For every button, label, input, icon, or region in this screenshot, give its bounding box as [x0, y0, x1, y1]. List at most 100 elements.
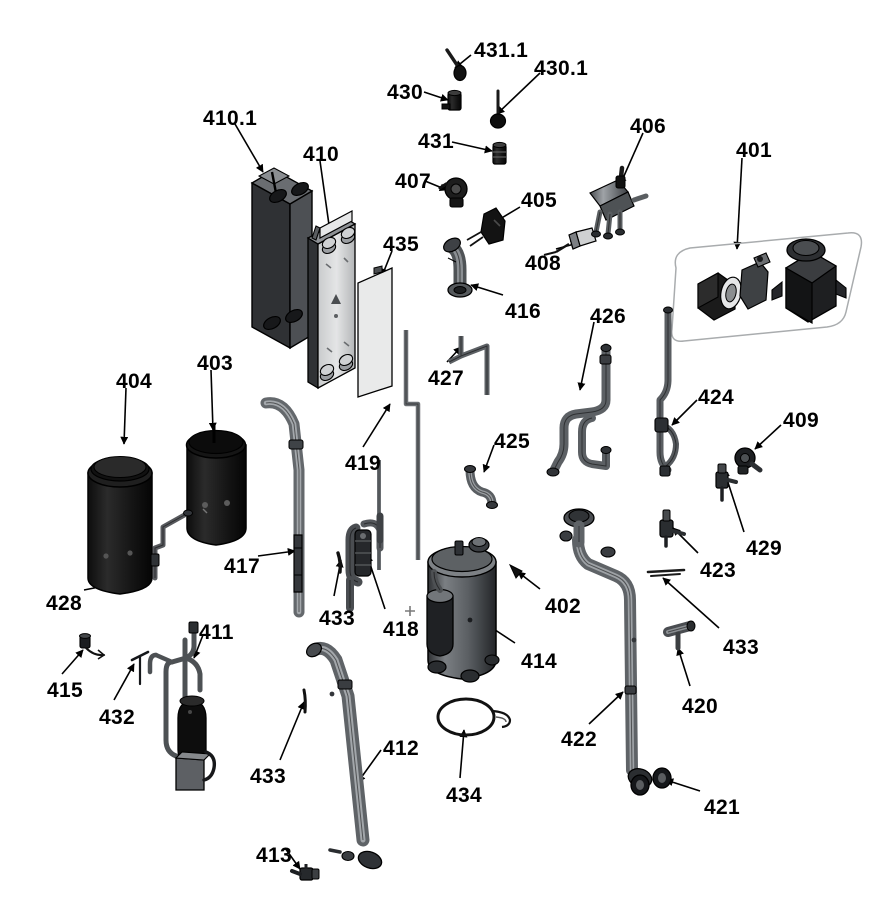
part-433-clamp-clip-a — [336, 551, 342, 574]
callout-heat-exchanger-insulation: 410.1 — [203, 107, 258, 130]
callout-circulation-pump-kit: 401 — [736, 139, 772, 162]
part-426-pipe-assembly-upper — [546, 343, 612, 477]
part-433-clamp-clip-c — [302, 688, 307, 714]
part-417-suction-line-bracket — [260, 397, 305, 618]
leader-line-421 — [665, 778, 701, 792]
leader-line-434 — [459, 729, 468, 779]
leader-line-411 — [192, 634, 204, 659]
callout-pipe-assembly-right: 424 — [698, 386, 734, 409]
part-405-wiring-harness-bracket — [466, 207, 506, 247]
leader-line-430.1 — [496, 72, 541, 115]
callout-service-port-fitting: 413 — [256, 844, 292, 867]
leader-line-417 — [257, 548, 296, 557]
leader-line-433c — [279, 701, 305, 761]
leader-line-410 — [319, 160, 333, 233]
leader-line-433b — [662, 577, 720, 629]
callout-temperature-sensor: 431 — [418, 130, 454, 153]
part-423-filter-drier-valve — [659, 509, 686, 548]
callout-insulation-panel: 435 — [383, 233, 419, 256]
callout-clamp-clip: 433 — [319, 607, 355, 630]
callout-service-valve: 409 — [783, 409, 819, 432]
callout-sensor-bulb-clip: 415 — [47, 679, 83, 702]
callout-four-way-valve-assembly: 418 — [383, 618, 419, 641]
leader-line-425 — [482, 444, 495, 473]
leader-line-413 — [284, 847, 301, 870]
part-413-service-port-fitting — [290, 864, 320, 881]
part-414-compressor — [426, 537, 500, 683]
leader-line-402 — [517, 571, 541, 590]
part-428-oil-return-pipe — [150, 509, 193, 581]
callout-compressor: 414 — [521, 650, 557, 673]
leader-line-430 — [423, 91, 449, 102]
part-425-u-bend-pipe — [464, 465, 498, 509]
leader-line-407 — [424, 180, 448, 191]
callout-sensor-probe-long: 431.1 — [474, 39, 529, 62]
part-420-tee-fitting — [663, 620, 696, 651]
part-407-pressure-switch — [438, 177, 468, 208]
leader-line-403 — [208, 369, 217, 431]
part-424-pipe-assembly-right — [654, 306, 680, 477]
crosshair-marker — [405, 606, 415, 616]
part-429-schrader-valve — [715, 463, 738, 502]
callout-filter-drier-assembly: 411 — [199, 621, 234, 644]
leader-line-409 — [754, 424, 782, 450]
part-410-plate-heat-exchanger — [306, 210, 357, 390]
part-421-sealing-washer — [630, 767, 672, 796]
callout-sealing-washer: 421 — [704, 796, 740, 819]
callout-compressor-mount: 402 — [545, 595, 581, 618]
part-404-accumulator-small — [87, 456, 153, 595]
leader-line-419 — [362, 403, 391, 448]
callout-pipe-assembly-upper: 426 — [590, 305, 626, 328]
callout-suction-line-bracket: 417 — [224, 555, 260, 578]
callout-u-bend-pipe: 425 — [494, 430, 530, 453]
callout-plate-heat-exchanger: 410 — [303, 143, 339, 166]
leader-line-415 — [61, 649, 84, 675]
part-431-temperature-sensor — [492, 141, 507, 165]
leader-line-431 — [451, 141, 493, 154]
callout-connector-plug: 408 — [525, 252, 561, 275]
part-430-sensor-fitting — [441, 89, 462, 111]
part-408-connector-plug — [543, 227, 597, 256]
leader-line-401 — [733, 157, 743, 250]
part-432-retaining-pin — [130, 650, 150, 686]
part-433-clamp-clip-b — [646, 568, 686, 577]
callout-accumulator-small: 404 — [116, 370, 152, 393]
callout-retaining-ring: 434 — [446, 784, 482, 807]
callout-wiring-harness-bracket: 405 — [521, 189, 557, 212]
leader-line-432 — [113, 663, 135, 701]
part-412-suction-pipe — [305, 641, 383, 870]
callout-oil-return-pipe: 428 — [46, 592, 82, 615]
leader-line-426 — [577, 321, 595, 391]
callout-pressure-switch: 407 — [395, 170, 431, 193]
leader-line-410.1 — [234, 123, 264, 173]
part-434-retaining-ring — [436, 697, 512, 737]
part-409-service-valve — [734, 447, 763, 475]
leader-line-420 — [676, 647, 691, 687]
part-430-1-sensor-probe-bulb — [489, 89, 507, 129]
callout-clamp-clip: 433 — [723, 636, 759, 659]
leader-line-416 — [470, 283, 504, 296]
callout-sensor-probe-bulb: 430.1 — [534, 57, 589, 80]
part-418-four-way-valve-assembly — [345, 512, 384, 612]
part-416-elbow-hose-assembly — [443, 237, 473, 298]
callout-clamp-clip: 433 — [250, 765, 286, 788]
callout-retaining-pin: 432 — [99, 706, 135, 729]
leader-line-424 — [671, 399, 698, 426]
callout-discharge-pipe: 422 — [561, 728, 597, 751]
part-402-compressor-mount — [508, 563, 523, 579]
callout-four-way-valve-manifold: 406 — [630, 115, 666, 138]
callout-capillary-tube-tee: 427 — [428, 367, 464, 390]
part-401-pump-kit-inset — [671, 232, 863, 342]
part-403-accumulator-large — [185, 425, 247, 546]
part-435-insulation-panel — [357, 265, 393, 398]
callout-capillary-line-long: 419 — [345, 452, 381, 475]
leader-line-422 — [588, 691, 624, 725]
part-410-1-insulation-shell — [250, 167, 314, 350]
callout-schrader-valve: 429 — [746, 537, 782, 560]
callout-suction-pipe: 412 — [383, 737, 419, 760]
callout-tee-fitting: 420 — [682, 695, 718, 718]
callout-elbow-hose-assembly: 416 — [505, 300, 541, 323]
part-411-filter-drier-assembly — [147, 621, 217, 791]
callout-sensor-fitting: 430 — [387, 81, 423, 104]
